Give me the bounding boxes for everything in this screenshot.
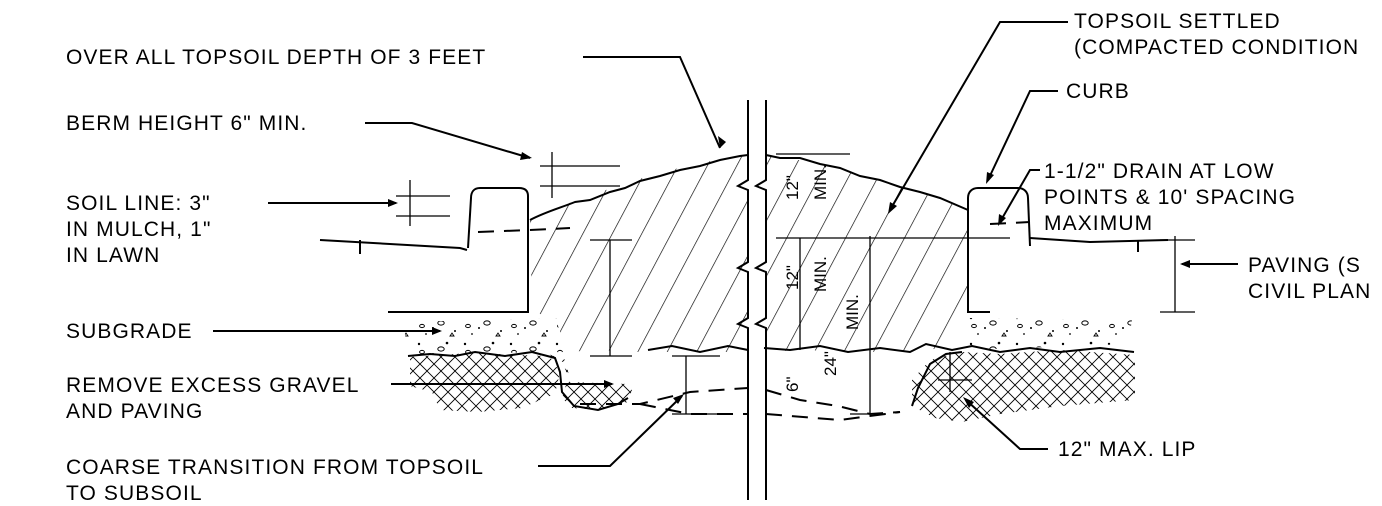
label-paving-1: PAVING (S xyxy=(1248,254,1361,277)
topsoil-hatch xyxy=(530,156,968,352)
berm-surface xyxy=(319,154,1169,254)
dashed-lines xyxy=(477,221,1031,422)
gravel-layer xyxy=(403,318,1132,354)
label-coarse-1: COARSE TRANSITION FROM TOPSOIL xyxy=(66,456,484,479)
label-drain-1: 1-1/2" DRAIN AT LOW xyxy=(1044,160,1275,183)
dim-lower-6: 6" xyxy=(783,377,802,393)
annotation-labels: OVER ALL TOPSOIL DEPTH OF 3 FEET BERM HE… xyxy=(66,10,1371,505)
label-coarse-2: TO SUBSOIL xyxy=(66,482,203,505)
dimension-lines xyxy=(396,152,1195,415)
dimension-labels: 12" MIN. 12" MIN. 6" 24" MIN. xyxy=(783,164,862,392)
label-subgrade: SUBGRADE xyxy=(66,320,193,343)
label-soil-line-3: IN LAWN xyxy=(66,244,160,267)
dim-middle-min: MIN. xyxy=(811,256,830,292)
break-line xyxy=(735,100,767,500)
dim-depth-24: 24" xyxy=(821,351,840,376)
label-soil-line-1: SOIL LINE: 3" xyxy=(66,192,211,215)
label-drain-2: POINTS & 10' SPACING xyxy=(1044,186,1296,209)
label-soil-line-2: IN MULCH, 1" xyxy=(66,218,212,241)
subsoil-hatch xyxy=(410,350,1135,422)
label-paving-2: CIVIL PLAN xyxy=(1248,280,1371,303)
label-topsoil-depth: OVER ALL TOPSOIL DEPTH OF 3 FEET xyxy=(66,46,486,69)
label-curb: CURB xyxy=(1066,80,1130,103)
dim-upper-12: 12" xyxy=(783,175,802,200)
label-drain-3: MAXIMUM xyxy=(1044,212,1153,235)
subgrade-line xyxy=(407,342,1135,412)
label-berm-height: BERM HEIGHT 6" MIN. xyxy=(66,112,308,135)
label-remove-1: REMOVE EXCESS GRAVEL xyxy=(66,374,360,397)
label-topsoil-settled-1: TOPSOIL SETTLED xyxy=(1074,10,1281,33)
dim-depth-min: MIN. xyxy=(843,294,862,330)
dim-middle-12: 12" xyxy=(783,265,802,290)
dim-upper-min: MIN. xyxy=(811,164,830,200)
label-remove-2: AND PAVING xyxy=(66,400,203,423)
leader-lines xyxy=(213,21,1238,467)
right-curb xyxy=(967,187,1031,313)
label-max-lip: 12" MAX. LIP xyxy=(1058,438,1197,461)
left-curb xyxy=(388,187,529,313)
label-topsoil-settled-2: (COMPACTED CONDITION xyxy=(1074,36,1359,59)
